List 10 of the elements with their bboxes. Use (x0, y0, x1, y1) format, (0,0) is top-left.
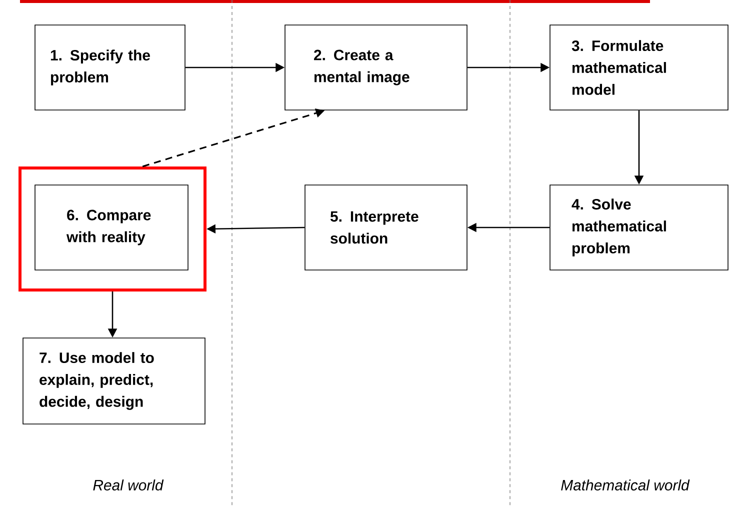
step-box: 7. Use model to explain, predict, decide, design (22, 338, 206, 424)
region-label: Real world (93, 480, 164, 490)
step-box: 6. Compare with reality (34, 184, 188, 270)
step-box: 5. Interprete solution (304, 184, 468, 270)
step-box: 2. Create a mental image (284, 24, 468, 110)
step-box: 3. Formulate mathematical model (550, 24, 728, 110)
highlight-frame (18, 166, 206, 292)
step-box: 4. Solve mathematical problem (550, 184, 728, 270)
step-box: 1. Specify the problem (34, 24, 186, 110)
region-label: Mathematical world (561, 480, 690, 490)
